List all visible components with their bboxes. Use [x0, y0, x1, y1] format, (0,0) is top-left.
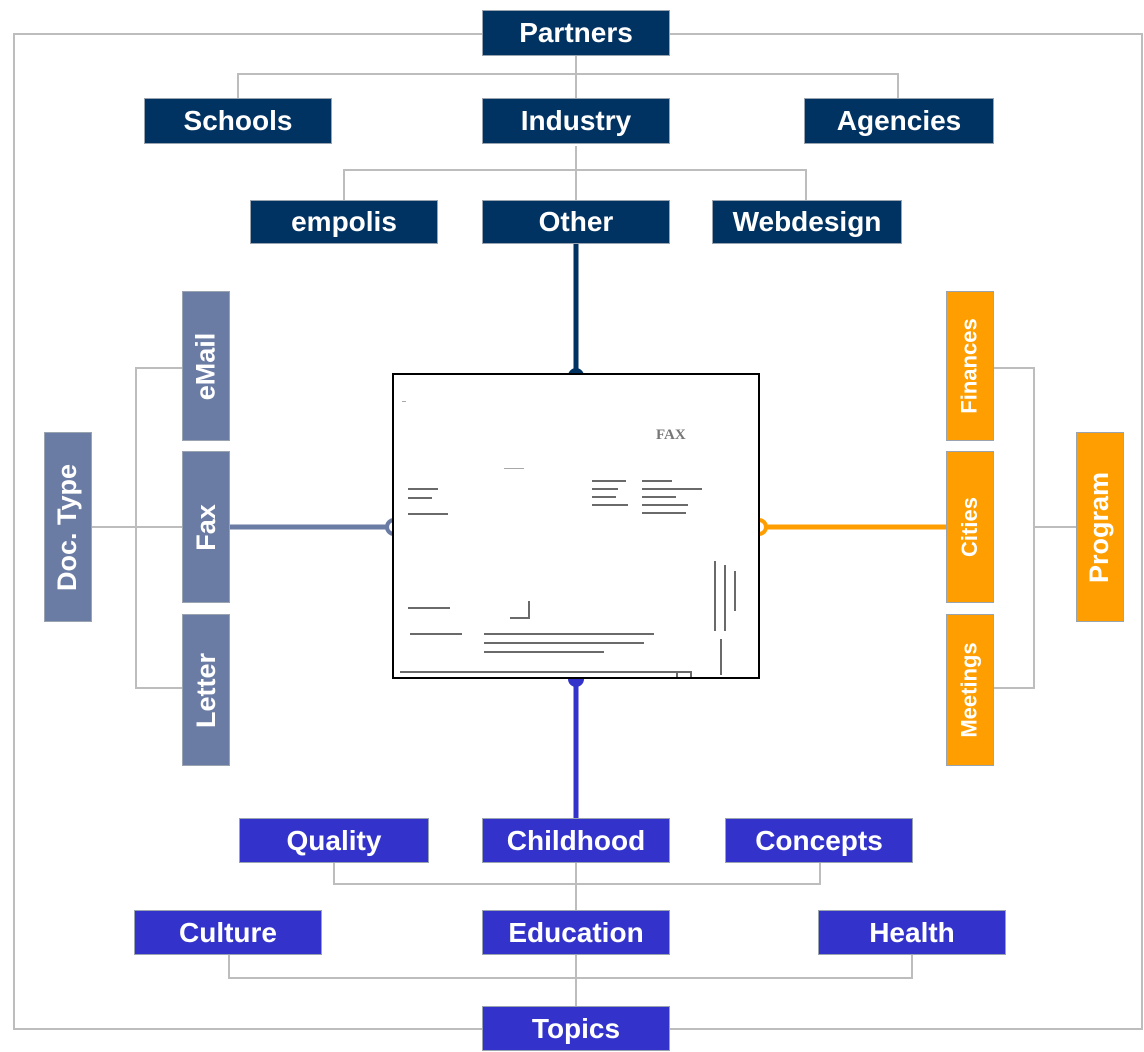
- doctype-fax[interactable]: Fax: [182, 451, 230, 603]
- topics-health[interactable]: Health: [818, 910, 1006, 955]
- document-thumbnail[interactable]: FAX: [392, 373, 760, 679]
- program-root[interactable]: Program: [1076, 432, 1124, 622]
- industry-webdesign-label: Webdesign: [732, 206, 882, 237]
- topics-health-label: Health: [869, 916, 955, 948]
- industry-other[interactable]: Other: [482, 200, 670, 244]
- partners-schools[interactable]: Schools: [144, 98, 332, 144]
- partners-industry[interactable]: Industry: [482, 98, 670, 144]
- doctype-letter[interactable]: Letter: [182, 614, 230, 766]
- program-finances[interactable]: Finances: [946, 291, 994, 441]
- topics-childhood[interactable]: Childhood: [482, 818, 670, 863]
- document-fax-heading: FAX: [656, 427, 686, 443]
- topics-concepts[interactable]: Concepts: [725, 818, 913, 863]
- program-cities-label: Cities: [957, 497, 983, 557]
- topics-childhood-label: Childhood: [506, 824, 646, 856]
- topics-culture-label: Culture: [179, 916, 277, 948]
- doctype-fax-label: Fax: [190, 503, 221, 551]
- topics-education-label: Education: [508, 916, 644, 948]
- partners-agencies-label: Agencies: [836, 105, 962, 136]
- topics-education[interactable]: Education: [482, 910, 670, 955]
- industry-other-label: Other: [538, 206, 614, 237]
- program-root-label: Program: [1084, 471, 1115, 583]
- partners-root[interactable]: Partners: [482, 10, 670, 56]
- doctype-email-label: eMail: [190, 332, 221, 400]
- topics-quality-label: Quality: [286, 824, 382, 856]
- topics-root[interactable]: Topics: [482, 1006, 670, 1051]
- industry-empolis[interactable]: empolis: [250, 200, 438, 244]
- program-cities[interactable]: Cities: [946, 451, 994, 603]
- industry-webdesign[interactable]: Webdesign: [712, 200, 902, 244]
- partners-industry-label: Industry: [520, 105, 632, 136]
- industry-empolis-label: empolis: [291, 206, 397, 237]
- topics-culture[interactable]: Culture: [134, 910, 322, 955]
- program-meetings[interactable]: Meetings: [946, 614, 994, 766]
- partners-schools-label: Schools: [183, 105, 293, 136]
- doctype-email[interactable]: eMail: [182, 291, 230, 441]
- program-meetings-label: Meetings: [957, 642, 983, 738]
- topics-root-label: Topics: [531, 1012, 621, 1044]
- doctype-letter-label: Letter: [190, 652, 221, 728]
- topics-quality[interactable]: Quality: [239, 818, 429, 863]
- doctype-root[interactable]: Doc. Type: [44, 432, 92, 622]
- partners-root-label: Partners: [519, 17, 633, 48]
- doctype-root-label: Doc. Type: [52, 463, 83, 591]
- program-finances-label: Finances: [957, 318, 982, 414]
- topics-concepts-label: Concepts: [755, 824, 883, 856]
- partners-agencies[interactable]: Agencies: [804, 98, 994, 144]
